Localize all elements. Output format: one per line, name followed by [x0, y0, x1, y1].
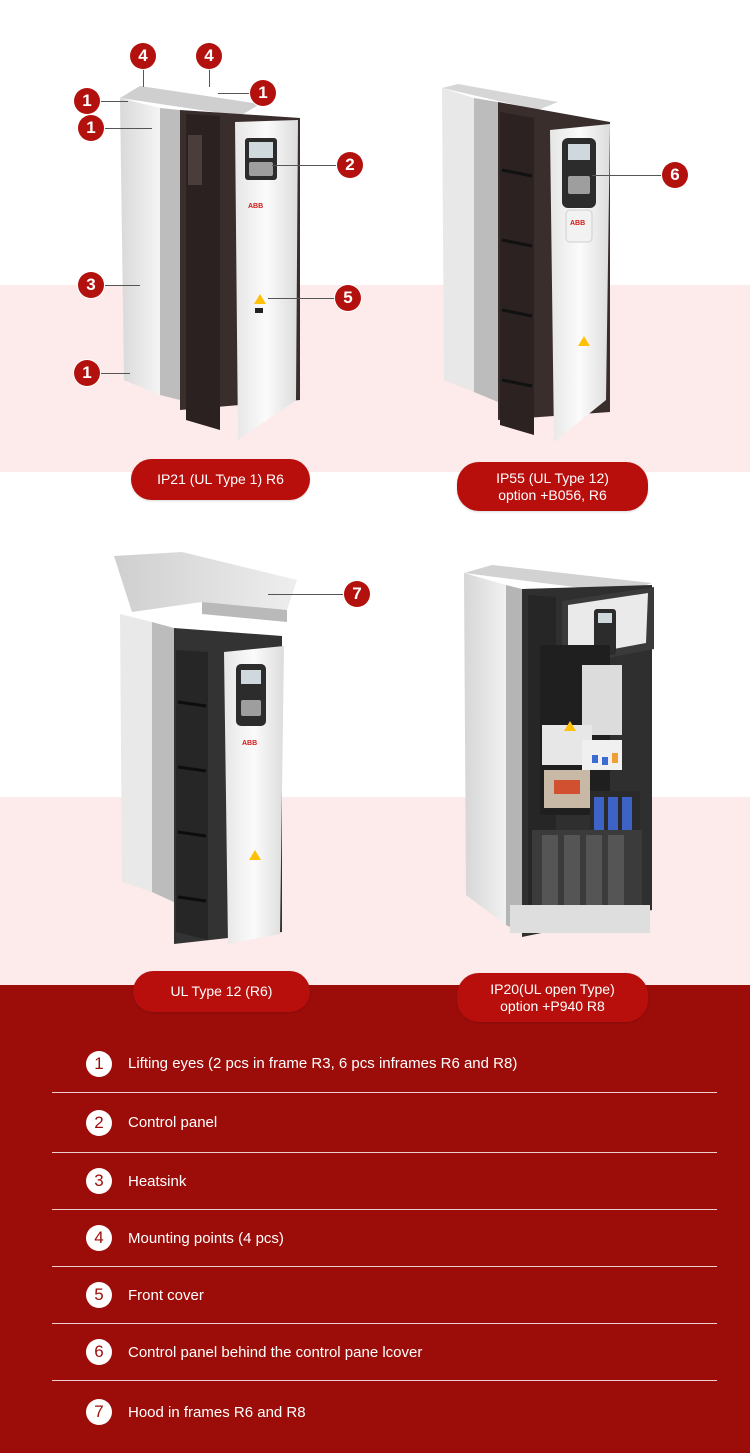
abb-logo: ABB — [248, 203, 263, 210]
legend-item: 2 Control panel — [52, 1093, 717, 1153]
legend-text: Lifting eyes (2 pcs in frame R3, 6 pcs i… — [128, 1055, 518, 1072]
legend-number-badge: 5 — [86, 1282, 112, 1308]
leader-line — [104, 128, 152, 129]
caption-line: IP21 (UL Type 1) R6 — [157, 471, 284, 487]
marker-1-top-right: 1 — [250, 80, 276, 106]
marker-2: 2 — [337, 152, 363, 178]
legend-number-badge: 3 — [86, 1168, 112, 1194]
marker-3: 3 — [78, 272, 104, 298]
leader-line — [268, 298, 335, 299]
marker-4-left: 4 — [130, 43, 156, 69]
leader-line — [100, 101, 128, 102]
leader-line — [218, 93, 250, 94]
drive-ul-type12-image: ABB — [114, 552, 297, 944]
leader-line — [104, 285, 140, 286]
marker-6: 6 — [662, 162, 688, 188]
legend-text: Front cover — [128, 1286, 204, 1304]
marker-1-top-left: 1 — [74, 88, 100, 114]
abb-logo: ABB — [570, 220, 585, 227]
legend-number-badge: 6 — [86, 1339, 112, 1365]
caption-line: IP20(UL open Type) — [490, 980, 615, 997]
leader-line — [272, 165, 337, 166]
leader-line — [268, 594, 344, 595]
legend-text: Hood in frames R6 and R8 — [128, 1403, 306, 1421]
abb-logo: ABB — [242, 740, 257, 747]
leader-line — [143, 69, 144, 87]
legend-text: Mounting points (4 pcs) — [128, 1229, 284, 1247]
drive-ip55-image: ABB — [442, 84, 610, 442]
marker-1-upper-left: 1 — [78, 115, 104, 141]
leader-line — [100, 373, 130, 374]
legend-item: 5 Front cover — [52, 1267, 717, 1324]
legend-text: Control panel behind the control pane lc… — [128, 1343, 423, 1361]
marker-1-bottom-left: 1 — [74, 360, 100, 386]
caption-line: IP55 (UL Type 12) — [496, 469, 609, 486]
marker-5: 5 — [335, 285, 361, 311]
caption-line: option +P940 R8 — [500, 997, 605, 1014]
legend-number-badge: 2 — [86, 1109, 112, 1136]
marker-7: 7 — [344, 581, 370, 607]
legend-item: 3 Heatsink — [52, 1153, 717, 1210]
legend-number-badge: 7 — [86, 1399, 112, 1425]
legend-item: 7 Hood in frames R6 and R8 — [52, 1381, 717, 1443]
leader-line — [209, 69, 210, 87]
legend-item: 4 Mounting points (4 pcs) — [52, 1210, 717, 1267]
legend-panel — [0, 985, 750, 1453]
caption-ip55: IP55 (UL Type 12) option +B056, R6 — [457, 462, 648, 511]
caption-line: UL Type 12 (R6) — [170, 983, 273, 999]
legend-list: 1 Lifting eyes (2 pcs in frame R3, 6 pcs… — [52, 1035, 717, 1443]
legend-item: 6 Control panel behind the control pane … — [52, 1324, 717, 1381]
caption-ul-type12: UL Type 12 (R6) — [133, 971, 310, 1012]
caption-ip20: IP20(UL open Type) option +P940 R8 — [457, 973, 648, 1022]
legend-number-badge: 4 — [86, 1225, 112, 1251]
leader-line — [592, 175, 662, 176]
caption-line: option +B056, R6 — [498, 486, 607, 503]
legend-item: 1 Lifting eyes (2 pcs in frame R3, 6 pcs… — [52, 1035, 717, 1093]
legend-text: Heatsink — [128, 1172, 187, 1190]
marker-4-right: 4 — [196, 43, 222, 69]
drive-ip20-open-image — [464, 565, 654, 937]
caption-ip21: IP21 (UL Type 1) R6 — [131, 459, 310, 500]
legend-number-badge: 1 — [86, 1050, 112, 1077]
drive-ip21-image: ABB — [120, 86, 300, 440]
legend-text: Control panel — [128, 1114, 218, 1131]
